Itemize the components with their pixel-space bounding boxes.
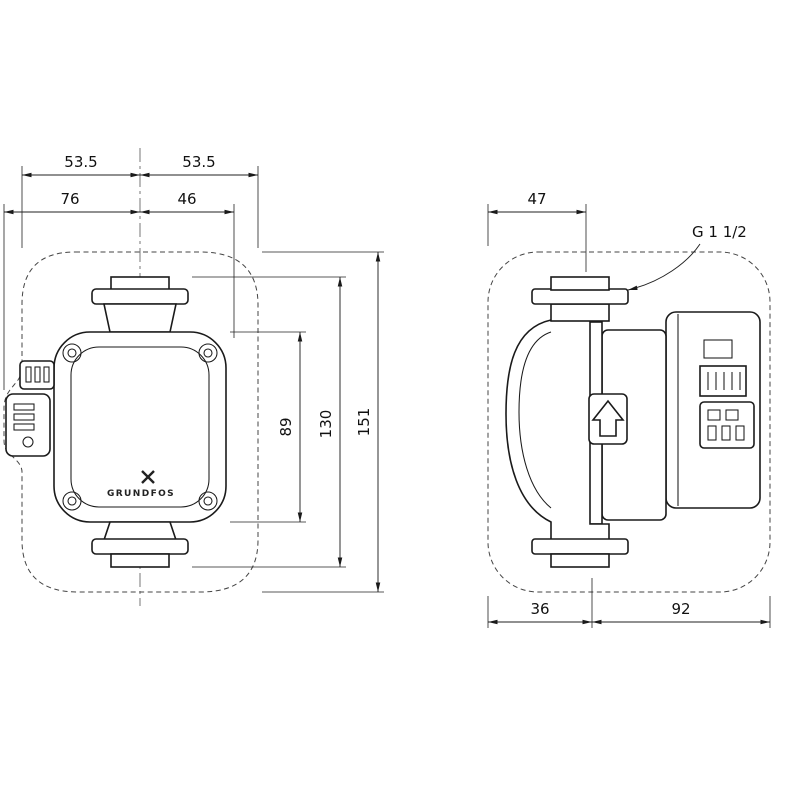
front-corner-screws	[62, 343, 218, 511]
dim-half-width-right: 53.5	[182, 153, 215, 171]
dim-front-depth: 36	[530, 600, 549, 618]
dim-half-width-left: 53.5	[64, 153, 97, 171]
front-bottom-neck	[102, 521, 178, 541]
side-connector-block	[699, 365, 755, 449]
front-top-flange	[91, 288, 189, 305]
dim-center-to-left: 76	[60, 190, 79, 208]
side-bottom-flange	[531, 538, 629, 555]
side-top-neck	[550, 303, 610, 322]
front-top-neck	[103, 303, 177, 333]
front-dimensions: 53.5 53.5 76 46 89 130 151	[3, 153, 384, 593]
front-view: GRUNDFOS 53.5 53.5 76 46 89	[3, 148, 384, 606]
thread-leader-line	[627, 243, 701, 291]
brand-wordmark: GRUNDFOS	[107, 489, 175, 499]
front-pump-body: GRUNDFOS	[5, 276, 227, 568]
dim-top-depth: 47	[527, 190, 546, 208]
dim-port-to-port: 130	[317, 410, 335, 439]
side-bottom-port-stub	[550, 553, 610, 568]
side-volute	[505, 319, 610, 541]
side-view: 47 G 1 1/2 36 92	[487, 190, 771, 628]
grundfos-logo-icon	[141, 470, 155, 484]
front-bottom-flange	[91, 538, 189, 555]
front-electrical-plug	[5, 360, 55, 457]
side-top-flange	[531, 288, 629, 305]
side-dimensions: 47 G 1 1/2 36 92	[487, 190, 771, 628]
dim-overall-height: 151	[355, 408, 373, 437]
dim-body-height: 89	[277, 417, 295, 436]
side-top-port-stub	[550, 276, 610, 291]
side-terminal-cover	[703, 339, 733, 359]
flow-direction-arrow	[588, 393, 628, 445]
side-pump-body	[505, 276, 761, 568]
front-housing-inner	[70, 346, 210, 508]
thread-size-label: G 1 1/2	[692, 223, 747, 241]
front-top-port-stub	[110, 276, 170, 291]
dim-rear-depth: 92	[671, 600, 690, 618]
side-volute-detail	[518, 331, 552, 509]
dim-center-to-right: 46	[177, 190, 196, 208]
front-bottom-port-stub	[110, 553, 170, 568]
